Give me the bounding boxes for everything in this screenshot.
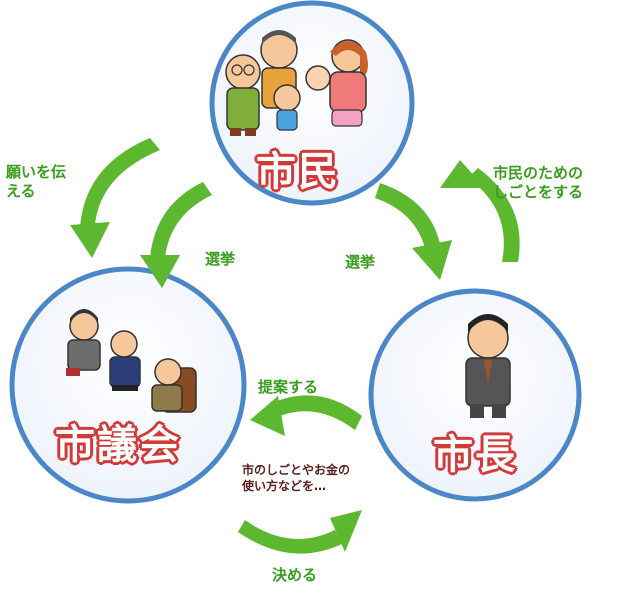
election-left-label: 選挙 — [205, 250, 236, 268]
citizens-title: 市民 — [256, 149, 340, 195]
mayor-illustration — [465, 314, 511, 418]
election-right-label: 選挙 — [345, 253, 376, 271]
arrow-election-right — [375, 183, 452, 280]
mayor-work-label-line2: しごとをする — [493, 182, 584, 201]
wish-label-line1: 願いを伝 — [6, 163, 67, 181]
arrow-election-left — [140, 182, 212, 288]
council-title: 市議会 — [55, 422, 181, 468]
mayor-title: 市長 — [433, 432, 517, 478]
wish-label: 願いを伝 える — [6, 163, 66, 201]
mayor-work-label-line1: 市民のための — [493, 164, 584, 182]
arrow-mayor-work — [440, 160, 520, 262]
council-members-illustration — [66, 309, 197, 413]
topic-label-line2: 使い方などを… — [242, 479, 327, 494]
family-illustration — [225, 30, 368, 136]
arrow-propose — [250, 395, 362, 436]
arrows — [70, 138, 520, 554]
arrow-wish — [70, 138, 160, 258]
topic-label-line1: 市のしごとやお金の — [242, 463, 351, 477]
wish-label-line2: える — [6, 181, 36, 200]
decide-label: 決める — [272, 566, 318, 584]
arrow-decide — [238, 510, 362, 554]
topic-label: 市のしごとやお金の 使い方などを… — [242, 462, 350, 494]
propose-label: 提案する — [258, 378, 319, 396]
mayor-work-label: 市民のための しごとをする — [493, 164, 583, 202]
